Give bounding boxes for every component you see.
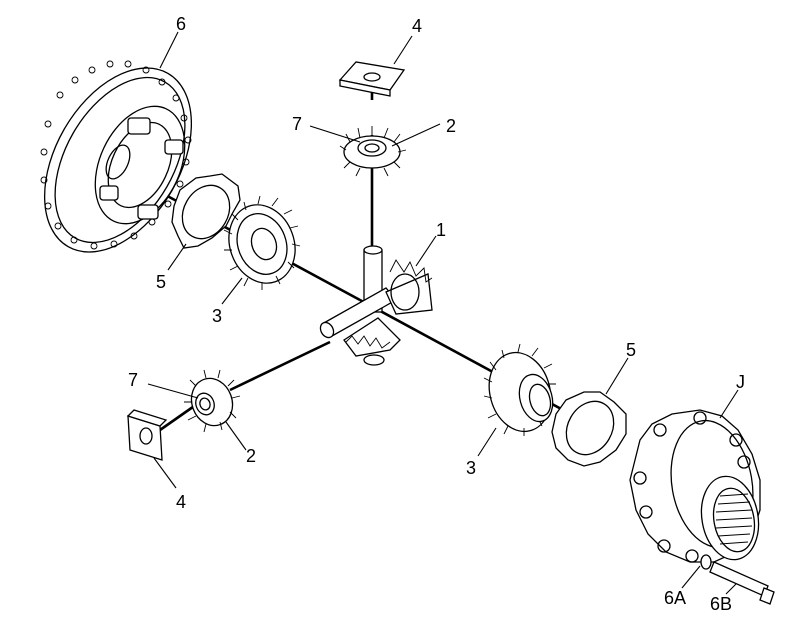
callout-3-left: 3 [212, 306, 222, 326]
ring-gear-bolt-holes [40, 60, 192, 250]
callout-4-top: 4 [412, 16, 422, 36]
leader-lines [147, 31, 739, 595]
side-gear-left [223, 195, 301, 290]
side-gear-right [483, 343, 556, 436]
thrust-washer-left [171, 173, 241, 249]
bolt-6b [709, 561, 775, 605]
callout-7-bottom: 7 [128, 370, 138, 390]
callout-2-bottom: 2 [246, 446, 256, 466]
callout-labels: 6 4 7 2 1 5 3 7 2 4 5 3 J 6A 6B [128, 14, 745, 614]
washer-6a [700, 554, 712, 570]
callout-3-right: 3 [466, 458, 476, 478]
callout-5-right: 5 [626, 340, 636, 360]
pinion-gear-bottom [184, 369, 241, 433]
ring-gear-housing [40, 60, 193, 253]
callout-j: J [736, 372, 745, 392]
thrust-block-top [338, 61, 406, 97]
thrust-washer-right [551, 391, 627, 467]
callout-6: 6 [176, 14, 186, 34]
spider-cross-shaft [319, 245, 433, 366]
callout-7-top: 7 [292, 114, 302, 134]
pinion-gear-top [339, 126, 407, 180]
thrust-block-bottom [126, 409, 168, 461]
callout-1: 1 [436, 220, 446, 240]
callout-2-top: 2 [446, 116, 456, 136]
callout-6b: 6B [710, 594, 732, 614]
differential-case-right [629, 409, 775, 605]
callout-6a: 6A [664, 588, 686, 608]
callout-5-left: 5 [156, 272, 166, 292]
callout-4-bottom: 4 [176, 492, 186, 512]
